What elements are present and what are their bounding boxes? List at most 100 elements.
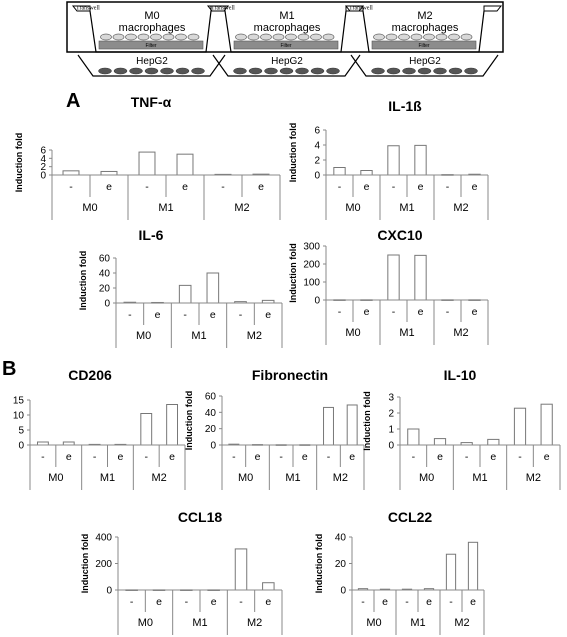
macrophage-cell xyxy=(260,33,272,41)
bar xyxy=(333,167,346,176)
bar xyxy=(467,541,479,591)
transwell-label: Transwell xyxy=(349,6,373,12)
group-label: M2 xyxy=(333,472,348,484)
y-tick-label: 15 xyxy=(13,396,25,407)
macrophage-cell xyxy=(235,33,247,41)
group-label: M0 xyxy=(366,617,381,629)
x-tick-label: - xyxy=(446,306,450,318)
transwell-label: Transwell xyxy=(76,6,100,12)
y-tick-label: 3 xyxy=(388,393,394,404)
bar xyxy=(140,413,153,446)
macrophage-cell xyxy=(423,33,435,41)
y-axis-label: Induction fold xyxy=(78,251,88,310)
bar xyxy=(262,582,275,591)
hepg2-label: HepG2 xyxy=(409,56,441,67)
x-tick-label: e xyxy=(472,181,478,193)
filter-membrane xyxy=(98,40,204,50)
y-axis-label: Induction fold xyxy=(184,391,194,450)
x-tick-label: e xyxy=(156,596,162,608)
x-tick-label: e xyxy=(472,306,478,318)
macrophage-cell xyxy=(460,33,473,41)
group-label: M2 xyxy=(247,617,262,629)
hepg2-cell xyxy=(310,67,325,75)
y-tick-label: 0 xyxy=(340,586,346,597)
x-tick-label: e xyxy=(382,596,388,608)
transwell-insert xyxy=(362,10,485,53)
bar xyxy=(234,548,248,591)
hepg2-cell xyxy=(371,67,385,75)
y-tick-label: 4 xyxy=(314,141,320,152)
hepg2-cell xyxy=(417,67,432,75)
x-tick-label: - xyxy=(185,596,189,608)
x-tick-label: e xyxy=(470,596,476,608)
chart-title: CXC10 xyxy=(377,227,422,243)
hepg2-cell xyxy=(129,67,143,75)
hepg2-cell xyxy=(144,67,159,75)
y-tick-label: 40 xyxy=(205,408,217,419)
chart-title: IL-6 xyxy=(139,227,164,243)
y-tick-label: 0 xyxy=(388,441,394,452)
hepg2-cell xyxy=(191,67,205,75)
group-label: M2 xyxy=(152,472,167,484)
x-tick-label: - xyxy=(412,451,416,463)
y-tick-label: 6 xyxy=(40,146,46,157)
y-axis-label: Induction fold xyxy=(362,391,372,450)
y-tick-label: 0 xyxy=(18,441,24,452)
y-tick-label: 200 xyxy=(303,260,320,271)
x-tick-label: e xyxy=(258,181,264,193)
macrophage-cell xyxy=(100,33,112,41)
y-tick-label: 60 xyxy=(99,254,111,265)
group-label: M1 xyxy=(399,327,414,339)
bar xyxy=(433,438,447,446)
macrophage-cell xyxy=(310,33,322,41)
macrophage-type-label: M2 xyxy=(417,10,432,22)
bar xyxy=(360,170,373,176)
group-label: M0 xyxy=(345,327,360,339)
macrophage-cell xyxy=(272,33,285,41)
x-tick-label: e xyxy=(211,596,217,608)
bar xyxy=(346,404,358,446)
group-label: M2 xyxy=(453,327,468,339)
outer-well xyxy=(350,54,499,77)
macrophage-cell xyxy=(137,33,150,41)
chart-title: CD206 xyxy=(68,367,112,383)
x-tick-label: - xyxy=(338,181,342,193)
x-tick-label: e xyxy=(418,181,424,193)
hepg2-cell xyxy=(386,67,401,75)
y-tick-label: 0 xyxy=(314,171,320,182)
y-tick-label: 0 xyxy=(210,441,216,452)
macrophage-cell xyxy=(385,33,398,41)
x-tick-label: - xyxy=(465,451,469,463)
x-tick-label: e xyxy=(117,451,123,463)
macrophage-cell xyxy=(448,33,460,41)
y-tick-label: 60 xyxy=(205,392,217,403)
y-axis-label: Induction fold xyxy=(14,133,24,192)
hepg2-label: HepG2 xyxy=(271,56,303,67)
hepg2-cell xyxy=(326,67,340,75)
group-label: M1 xyxy=(472,472,487,484)
y-axis-label: Induction fold xyxy=(80,534,90,593)
y-tick-label: 400 xyxy=(95,533,112,544)
bar xyxy=(487,438,500,446)
group-label: M2 xyxy=(526,472,541,484)
y-tick-label: 20 xyxy=(205,424,217,435)
y-tick-label: 0 xyxy=(106,586,112,597)
macrophage-type-label: M1 xyxy=(279,10,294,22)
x-tick-label: - xyxy=(392,306,396,318)
macrophage-cell xyxy=(435,33,448,41)
group-label: M1 xyxy=(410,617,425,629)
bar xyxy=(206,272,220,304)
group-label: M0 xyxy=(345,202,360,214)
x-tick-label: e xyxy=(66,451,72,463)
filter-membrane xyxy=(371,40,477,50)
x-tick-label: - xyxy=(145,451,149,463)
y-axis-label: Induction fold xyxy=(288,123,298,182)
insert-rim-right xyxy=(483,5,503,12)
